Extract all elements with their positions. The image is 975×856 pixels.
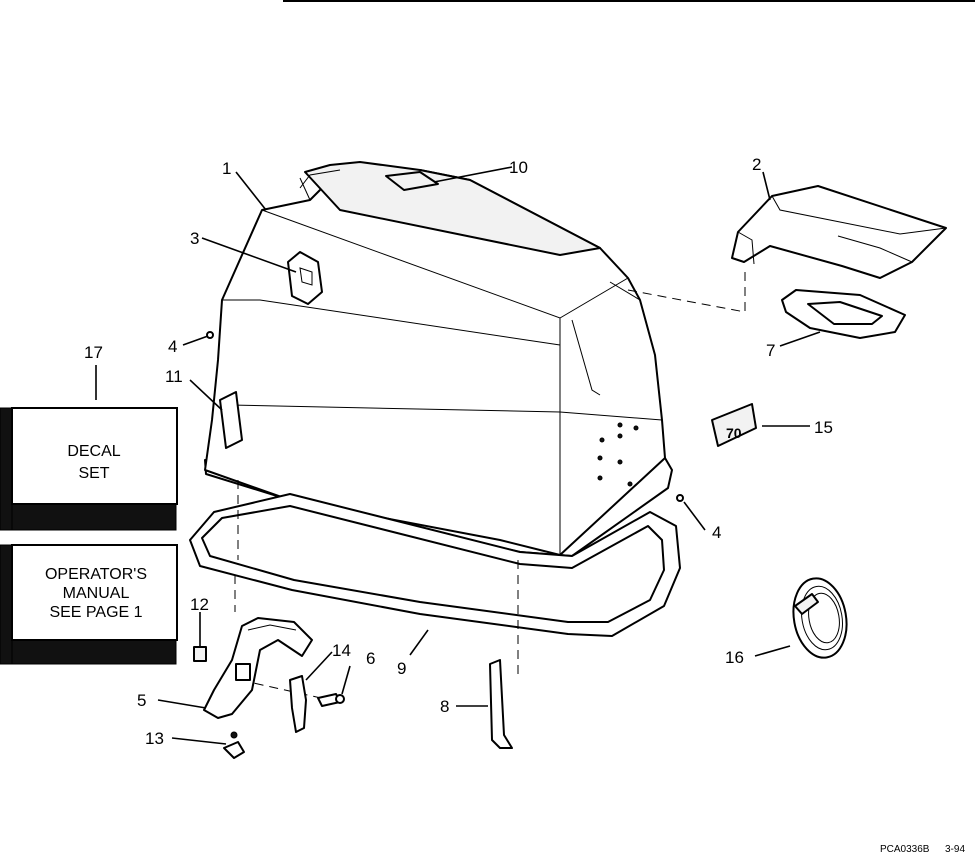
strap-bracket — [489, 659, 513, 749]
hood-gasket — [781, 289, 906, 339]
pin-left — [206, 331, 214, 339]
svg-text:70: 70 — [726, 425, 742, 441]
mount-bracket — [203, 617, 313, 719]
leader-dash-2 — [627, 268, 746, 313]
screw — [317, 693, 345, 707]
leader-dash-5 — [239, 679, 331, 701]
callout-17: 17 — [84, 343, 103, 362]
callout-10: 10 — [509, 158, 528, 177]
callout-3: 3 — [190, 229, 199, 248]
callout-13: 13 — [145, 729, 164, 748]
decal-box-line2: SET — [78, 465, 109, 482]
callout-8: 8 — [440, 697, 449, 716]
callout-9: 9 — [397, 659, 406, 678]
seal-frame — [189, 493, 681, 637]
callout-7: 7 — [766, 341, 775, 360]
callout-16: 16 — [725, 648, 744, 667]
callout-6: 6 — [366, 649, 375, 668]
cable-coil — [792, 577, 848, 659]
callout-4-left: 4 — [168, 337, 177, 356]
figure-code: PCA0336B — [880, 844, 930, 855]
cover-emblem — [287, 251, 323, 305]
callout-numbers: 1 2 3 4 4 5 6 7 8 9 10 11 12 13 14 15 16… — [84, 155, 833, 748]
motor-cover — [204, 161, 673, 557]
manual-box-line2: MANUAL — [63, 585, 130, 602]
callout-2: 2 — [752, 155, 761, 174]
operators-manual-box: OPERATOR'S MANUAL SEE PAGE 1 — [0, 544, 178, 665]
hood-cover — [731, 185, 947, 279]
manual-box-line3: SEE PAGE 1 — [49, 604, 142, 621]
figure-date: 3-94 — [945, 844, 965, 855]
retaining-clip — [193, 646, 207, 662]
grommet — [223, 731, 245, 759]
leader-lines — [95, 166, 821, 745]
small-bracket — [289, 675, 307, 733]
pin-right — [676, 494, 684, 502]
side-label — [219, 391, 243, 449]
top-latch — [385, 171, 439, 191]
callout-4-right: 4 — [712, 523, 721, 542]
manual-box-line1: OPERATOR'S — [45, 566, 147, 583]
decal-box-line1: DECAL — [67, 443, 120, 460]
callout-12: 12 — [190, 595, 209, 614]
decal-set-box: DECAL SET — [0, 407, 178, 531]
callout-1: 1 — [222, 159, 231, 178]
callout-14: 14 — [332, 641, 351, 660]
callout-5: 5 — [137, 691, 146, 710]
callout-11: 11 — [165, 367, 183, 386]
hp-badge: 70 — [711, 403, 757, 447]
callout-15: 15 — [814, 418, 833, 437]
